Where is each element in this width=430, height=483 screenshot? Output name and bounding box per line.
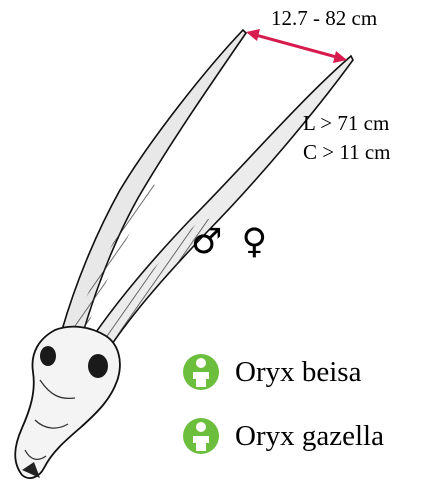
horn-spread-label: 12.7 - 82 cm [271, 6, 377, 31]
horn-spread-arrow [246, 29, 347, 63]
horn-length-label: L > 71 cm [303, 111, 389, 136]
skull [15, 327, 120, 478]
species-name: Oryx gazella [235, 416, 384, 456]
species-item-oryx-gazella: Oryx gazella [181, 416, 384, 456]
species-name: Oryx beisa [235, 352, 361, 392]
species-item-oryx-beisa: Oryx beisa [181, 352, 361, 392]
sex-symbols: ♂ ♀ [191, 222, 271, 262]
person-circle-icon [181, 416, 221, 456]
person-circle-icon [181, 352, 221, 392]
horn-circumference-label: C > 11 cm [303, 140, 390, 165]
